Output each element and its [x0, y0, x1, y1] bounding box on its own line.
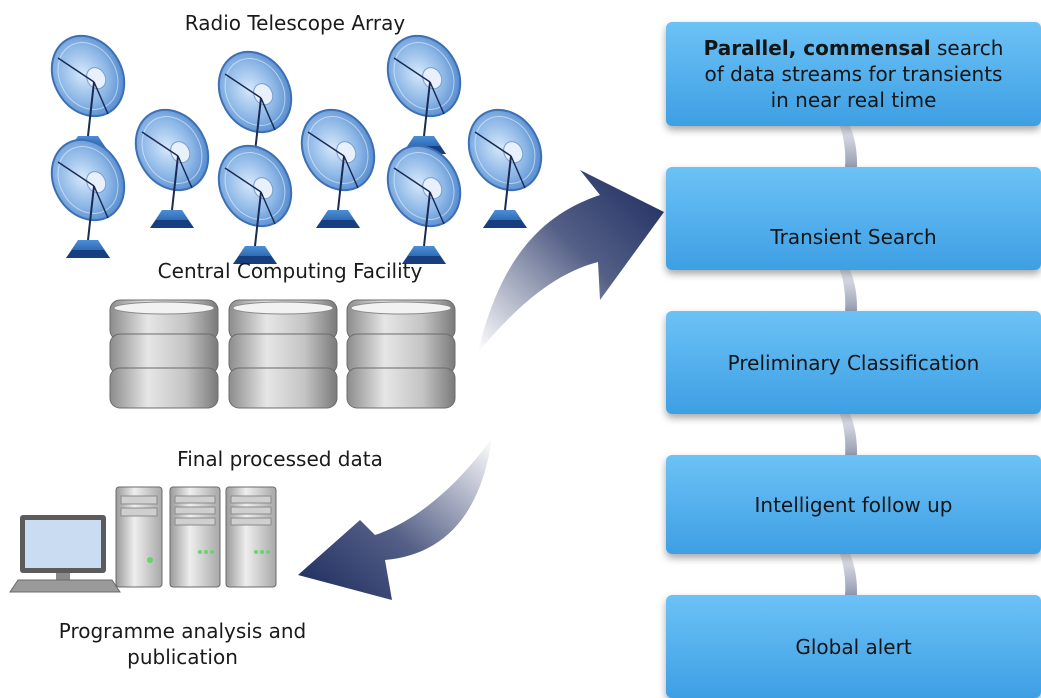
- server-tower-icon: [169, 486, 221, 588]
- computer-icon: [9, 515, 121, 593]
- computing-facility-label: Central Computing Facility: [157, 259, 423, 283]
- step-text-rest: search of data streams for transients in…: [704, 36, 1004, 112]
- step-text-bold: Parallel, commensal: [703, 36, 931, 60]
- radio-dish-icon: [453, 95, 557, 229]
- step-box-intelligent-follow-up: Intelligent follow up: [666, 455, 1041, 554]
- database-icon: [109, 299, 219, 409]
- step-text: Global alert: [795, 634, 912, 659]
- radio-dish-icon: [203, 131, 307, 265]
- step-text: Parallel, commensal search of data strea…: [666, 35, 1041, 113]
- programme-analysis-label: Programme analysis and publication: [58, 619, 307, 669]
- server-tower-icon: [115, 486, 163, 588]
- radio-dish-icon: [120, 95, 224, 229]
- radio-dish-icon: [286, 95, 390, 229]
- database-icon: [228, 299, 338, 409]
- step-box-preliminary-classification: Preliminary Classification: [666, 311, 1041, 414]
- computing-facility: [109, 299, 456, 409]
- radio-dish-icon: [36, 21, 140, 155]
- database-icon: [346, 299, 456, 409]
- radio-dish-icon: [372, 131, 476, 265]
- server-tower-icon: [225, 486, 277, 588]
- final-data-label: Final processed data: [177, 447, 383, 471]
- curved-arrow-icon: [298, 438, 492, 600]
- radio-telescope-array: [36, 21, 557, 265]
- step-text: Preliminary Classification: [727, 350, 980, 375]
- step-box-global-alert: Global alert: [666, 595, 1041, 698]
- radio-dish-icon: [372, 21, 476, 155]
- step-box-search-streams: Parallel, commensal search of data strea…: [666, 22, 1041, 126]
- step-box-transient-search: Transient Search: [666, 167, 1041, 270]
- curved-arrow-icon: [478, 170, 664, 352]
- step-text: Intelligent follow up: [754, 492, 953, 517]
- step-text: Transient Search: [770, 225, 937, 249]
- radio-dish-icon: [36, 125, 140, 259]
- radio-telescope-array-label: Radio Telescope Array: [184, 11, 406, 35]
